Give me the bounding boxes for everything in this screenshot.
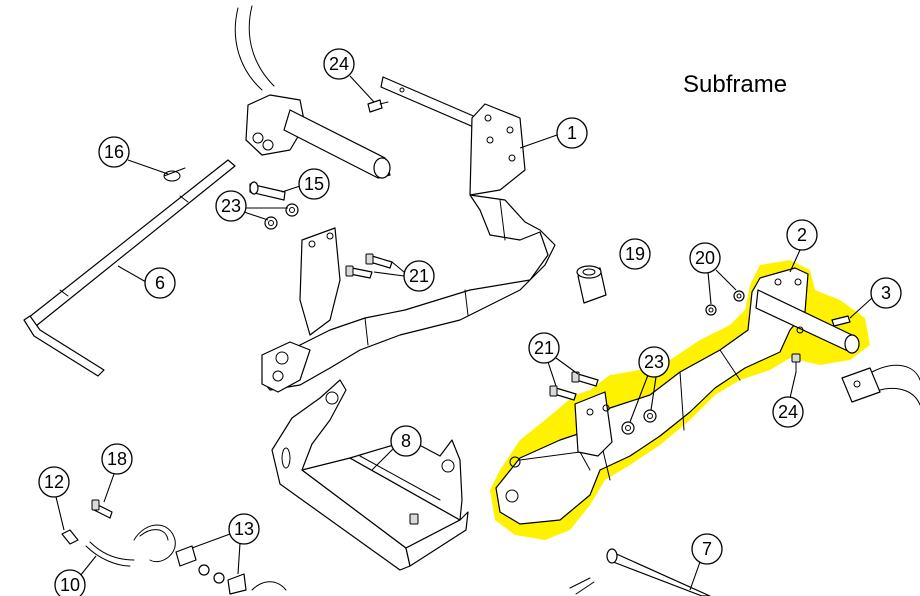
svg-text:10: 10 xyxy=(60,575,80,595)
svg-text:23: 23 xyxy=(644,352,664,372)
pin-7 xyxy=(606,548,711,596)
washers-23-upper xyxy=(264,203,299,230)
svg-text:24: 24 xyxy=(778,402,798,422)
nuts-20 xyxy=(705,290,745,316)
spring-pin-10 xyxy=(85,524,176,567)
callout-19: 19 xyxy=(619,238,651,270)
svg-text:20: 20 xyxy=(695,248,715,268)
bolt-24-upper xyxy=(367,99,389,113)
callout-21-lower: 21 xyxy=(528,332,579,387)
washers-23-lower xyxy=(621,409,657,435)
svg-text:23: 23 xyxy=(221,196,241,216)
svg-text:18: 18 xyxy=(107,449,127,469)
svg-text:19: 19 xyxy=(625,244,645,264)
callout-16: 16 xyxy=(98,136,169,175)
callout-1: 1 xyxy=(519,117,588,149)
hitch-pin-16 xyxy=(163,167,186,182)
callout-6: 6 xyxy=(117,265,176,299)
callout-10: 10 xyxy=(54,555,97,596)
bolt-18 xyxy=(91,499,113,519)
upper-frame-part-1 xyxy=(234,5,556,393)
callout-12: 12 xyxy=(38,466,70,531)
svg-text:21: 21 xyxy=(534,338,554,358)
bolt-24-lower xyxy=(791,353,801,373)
clevis-pin-15 xyxy=(249,181,286,201)
callout-7: 7 xyxy=(689,533,723,591)
callout-20: 20 xyxy=(689,242,737,305)
callout-2: 2 xyxy=(786,219,818,273)
callout-24-upper: 24 xyxy=(323,48,375,103)
callout-8: 8 xyxy=(371,425,422,471)
svg-text:8: 8 xyxy=(401,431,411,451)
callout-15: 15 xyxy=(281,168,330,200)
clip-13 xyxy=(175,545,287,595)
bolt-3 xyxy=(831,315,851,327)
svg-text:16: 16 xyxy=(104,142,124,162)
bolts-21-upper xyxy=(345,253,393,279)
svg-text:7: 7 xyxy=(702,539,712,559)
callout-18: 18 xyxy=(101,443,133,503)
callout-23-upper: 23 xyxy=(215,190,288,222)
adjacent-frame-fragment xyxy=(841,364,920,406)
callout-24-lower: 24 xyxy=(772,371,804,428)
callout-3: 3 xyxy=(849,277,902,319)
diagram-title: Subframe xyxy=(683,71,787,98)
svg-text:6: 6 xyxy=(155,273,165,293)
rod-6 xyxy=(23,159,236,377)
svg-text:12: 12 xyxy=(44,472,64,492)
svg-text:24: 24 xyxy=(329,54,349,74)
callout-13: 13 xyxy=(191,513,260,575)
svg-text:15: 15 xyxy=(304,174,324,194)
svg-text:21: 21 xyxy=(409,266,429,286)
svg-text:1: 1 xyxy=(567,123,577,143)
callout-21-upper: 21 xyxy=(373,260,435,292)
bushing-19 xyxy=(576,265,607,304)
bolts-21-lower xyxy=(549,371,599,401)
box-frame-part-8 xyxy=(271,379,469,571)
svg-text:2: 2 xyxy=(797,225,807,245)
svg-text:13: 13 xyxy=(234,519,254,539)
pin-7-clip xyxy=(569,577,595,595)
svg-text:3: 3 xyxy=(881,283,891,303)
subframe-part-2 xyxy=(495,267,860,525)
pin-12 xyxy=(61,529,79,545)
callout-23-lower: 23 xyxy=(629,346,670,423)
